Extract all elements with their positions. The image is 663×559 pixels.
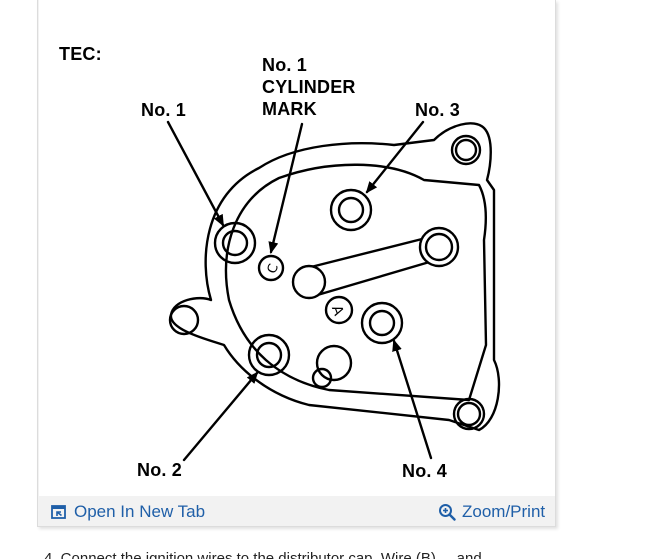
open-in-new-tab-link[interactable]: Open In New Tab bbox=[50, 502, 205, 522]
rotor-mark bbox=[324, 295, 354, 325]
rotor-mark-letter: A bbox=[328, 303, 346, 318]
diagram-drawing: C A bbox=[166, 120, 501, 462]
cylinder-mark bbox=[257, 254, 285, 282]
mount-ear-bottom-right bbox=[452, 397, 486, 431]
mount-ear-left bbox=[168, 304, 200, 336]
open-new-tab-icon bbox=[50, 503, 68, 521]
zoom-print-label: Zoom/Print bbox=[462, 502, 546, 521]
zoom-magnifier-icon bbox=[438, 503, 456, 521]
terminal-no3 bbox=[329, 188, 373, 232]
callout-no1: No. 1 bbox=[141, 100, 187, 120]
callout-no2: No. 2 bbox=[137, 460, 183, 480]
callout-no3: No. 3 bbox=[415, 100, 461, 120]
open-in-new-tab-label: Open In New Tab bbox=[74, 502, 206, 521]
callout-no4: No. 4 bbox=[402, 461, 448, 481]
terminal-no4 bbox=[360, 301, 404, 345]
cylinder-mark-label: No. 1 CYLINDER MARK bbox=[262, 55, 356, 119]
distributor-cap-diagram: C A TEC: No. 1 CYLINDER MARK No. 1 No. 3… bbox=[39, 0, 555, 496]
image-toolbar: Open In New Tab Zoom/Print bbox=[38, 496, 555, 527]
mount-ear-top-right bbox=[450, 134, 482, 166]
image-card: C A TEC: No. 1 CYLINDER MARK No. 1 No. 3… bbox=[37, 0, 556, 527]
center-boss bbox=[315, 344, 353, 382]
terminal-no2 bbox=[247, 333, 291, 377]
zoom-print-link[interactable]: Zoom/Print bbox=[438, 502, 545, 522]
cap-inner-outline bbox=[224, 163, 488, 402]
cylinder-mark-letter: C bbox=[265, 262, 282, 276]
cap-outline bbox=[169, 122, 501, 432]
terminal-no1 bbox=[213, 221, 257, 265]
engine-label: TEC: bbox=[59, 44, 102, 64]
step-caption: 4. Connect the ignition wires to the dis… bbox=[44, 550, 499, 559]
